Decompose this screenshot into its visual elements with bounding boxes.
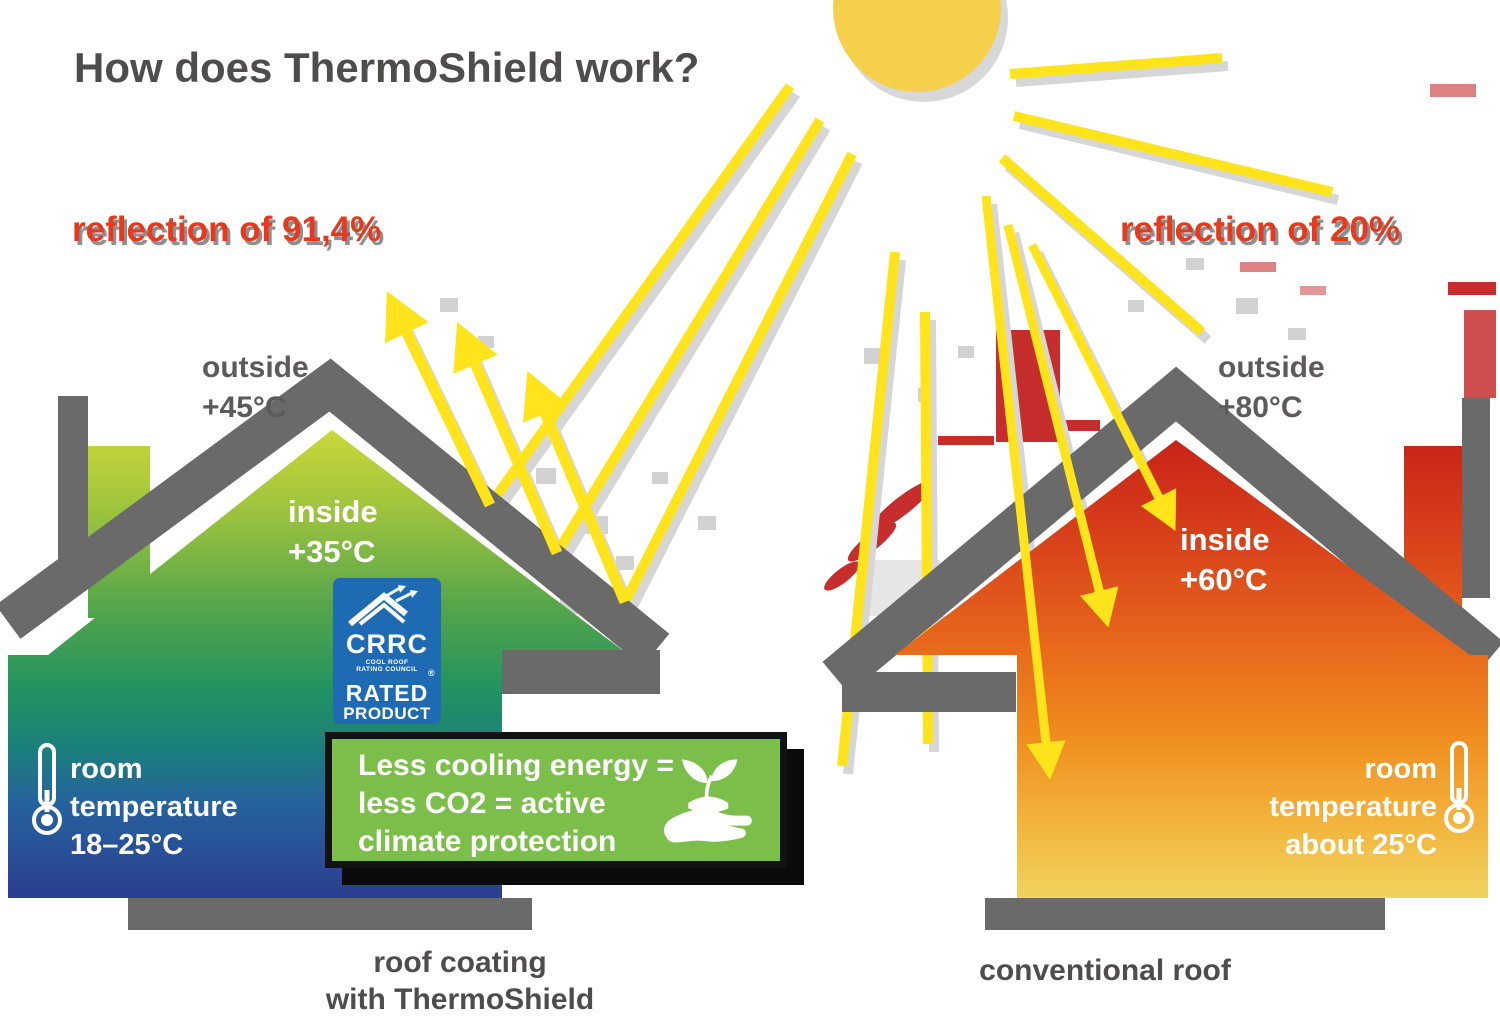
crrc-product-word: PRODUCT [343, 704, 431, 723]
outside-word-left: outside [202, 351, 309, 384]
crrc-council-line2: RATING COUNCIL [356, 666, 418, 673]
inside-value-left: +35°C [288, 534, 376, 569]
reflection-label-right: reflection of 20% [1120, 210, 1401, 249]
ground-strip-right [985, 898, 1385, 930]
room-line3-right: about 25°C [1285, 829, 1437, 861]
reflected-arrows [385, 291, 631, 605]
caption-normal-roof: conventional roof [979, 954, 1231, 987]
climate-line3: climate protection [358, 825, 617, 858]
crrc-council-line1: COOL ROOF [365, 659, 409, 666]
climate-protection-box: Less cooling energy = less CO2 = active … [325, 732, 787, 868]
sun-icon [833, 0, 1008, 102]
caption-cool-roof: roof coating with ThermoShield [295, 944, 625, 1018]
room-line2-left: temperature [70, 791, 238, 823]
crrc-rated-word: RATED [345, 680, 429, 706]
caption-left-line1: roof coating [373, 946, 547, 979]
room-line2-right: temperature [1269, 791, 1437, 823]
reflection-label-left: reflection of 91,4% [72, 210, 382, 249]
plant-in-hand-icon [652, 743, 770, 866]
crrc-council-name: COOL ROOF RATING COUNCIL ® [333, 659, 441, 678]
roof-with-arrows-icon [333, 584, 441, 631]
inside-temp-label-left: inside +35°C [288, 492, 378, 572]
room-temperature-left: room temperature 18–25°C [70, 750, 238, 864]
inside-temp-label-right: inside +60°C [1180, 520, 1270, 600]
crrc-rated-product-badge: CRRC COOL ROOF RATING COUNCIL ® RATED PR… [333, 578, 441, 724]
outside-temp-label-left: outside +45°C [202, 348, 309, 428]
climate-box-text: Less cooling energy = less CO2 = active … [358, 747, 674, 861]
inside-word-right: inside [1180, 522, 1270, 557]
registered-mark: ® [427, 668, 435, 678]
page-title: How does ThermoShield work? [74, 44, 700, 91]
normal-roof-house [822, 366, 1500, 930]
outside-temp-label-right: outside +80°C [1218, 348, 1325, 428]
thermometer-icon [30, 742, 64, 843]
thermometer-icon [1442, 740, 1476, 841]
room-line1-right: room [1364, 753, 1438, 785]
outside-word-right: outside [1218, 351, 1325, 384]
outside-value-left: +45°C [202, 391, 287, 424]
room-line3-left: 18–25°C [70, 829, 184, 861]
room-line1-left: room [70, 753, 143, 785]
inside-value-right: +60°C [1180, 562, 1268, 597]
outside-value-right: +80°C [1218, 391, 1303, 424]
climate-line1: Less cooling energy = [358, 749, 674, 782]
inside-word-left: inside [288, 494, 378, 529]
penetrating-arrows [981, 195, 1177, 780]
room-temperature-right: room temperature about 25°C [1269, 750, 1437, 864]
caption-left-line2: with ThermoShield [325, 983, 595, 1016]
ground-strip-left [128, 898, 532, 930]
climate-line2: less CO2 = active [358, 787, 606, 820]
crrc-acronym: CRRC [346, 629, 428, 659]
